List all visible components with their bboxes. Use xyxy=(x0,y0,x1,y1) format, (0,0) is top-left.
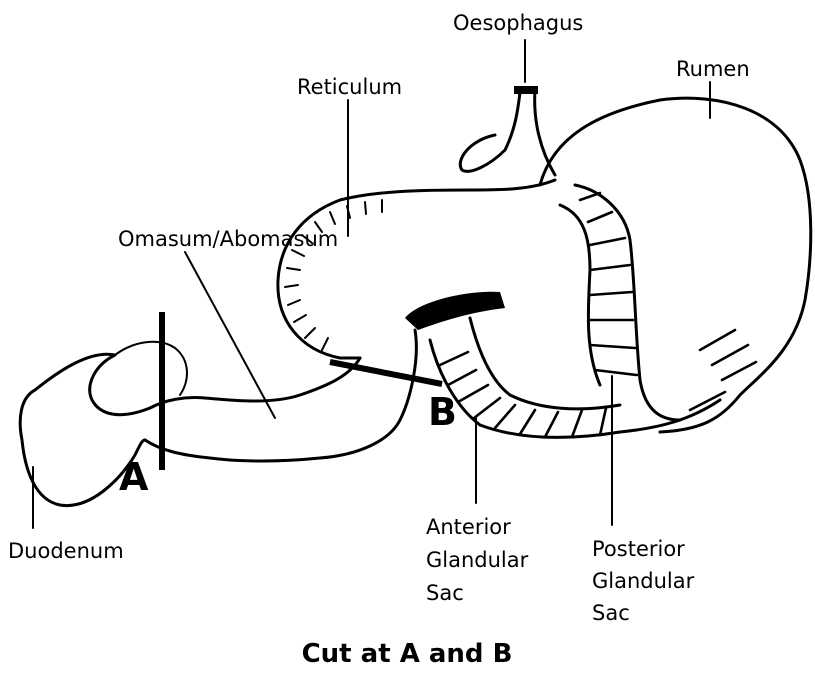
label-posterior-2: Glandular xyxy=(592,569,695,593)
label-anterior-1: Anterior xyxy=(426,515,511,539)
rumen-outline xyxy=(540,98,811,432)
label-anterior-3: Sac xyxy=(426,581,464,605)
label-reticulum: Reticulum xyxy=(297,75,402,99)
label-oesophagus: Oesophagus xyxy=(453,11,583,35)
oesophagus-tube xyxy=(460,88,555,175)
reticulum-ridges xyxy=(285,200,382,350)
label-anterior-2: Glandular xyxy=(426,548,529,572)
duodenum-inner xyxy=(115,342,187,395)
label-duodenum: Duodenum xyxy=(8,539,124,563)
posterior-glandular-sac xyxy=(560,185,756,420)
orifice xyxy=(405,292,505,330)
label-omasum-abomasum: Omasum/Abomasum xyxy=(118,227,338,251)
label-posterior-3: Sac xyxy=(592,601,630,625)
caption: Cut at A and B xyxy=(302,639,513,668)
oesophagus-cap xyxy=(514,86,538,94)
label-posterior-1: Posterior xyxy=(592,537,685,561)
cut-marker-a: A xyxy=(119,455,149,499)
leader-omasum xyxy=(185,252,275,418)
label-rumen: Rumen xyxy=(676,57,750,81)
abomasum-outline xyxy=(145,330,416,461)
cut-marker-b: B xyxy=(428,390,457,434)
